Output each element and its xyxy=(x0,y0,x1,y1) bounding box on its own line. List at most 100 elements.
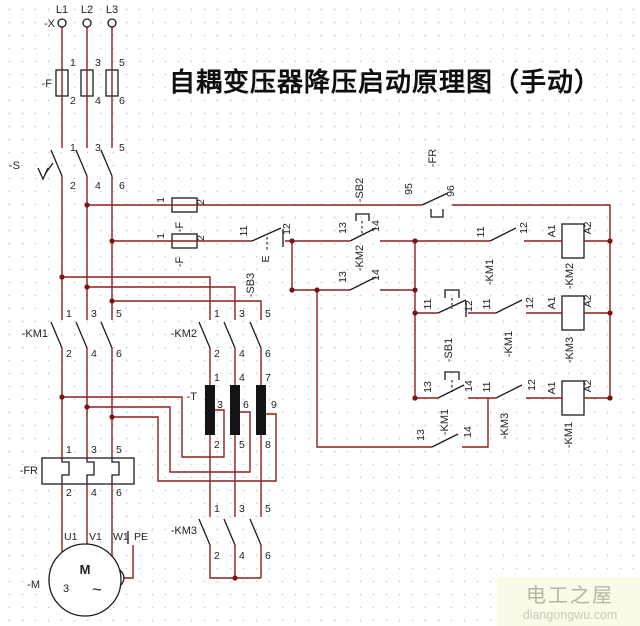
terminal-label: 14 xyxy=(463,380,475,392)
terminal-label: 1 xyxy=(214,308,220,320)
terminal-label: 6 xyxy=(265,550,271,562)
motor-wave: ~ xyxy=(92,580,102,599)
terminal-label: 8 xyxy=(265,439,271,451)
terminal-label: 95 xyxy=(403,183,415,195)
terminal-label: 2 xyxy=(214,550,220,562)
fr-heaters xyxy=(61,458,120,484)
watermark-background xyxy=(497,577,640,626)
terminal-label: 4 xyxy=(91,487,97,499)
sb3-nc-contact xyxy=(251,227,284,247)
wiring xyxy=(61,27,611,579)
terminal-l1 xyxy=(57,18,67,28)
terminal-label: 12 xyxy=(518,222,530,234)
terminal-label: 96 xyxy=(445,185,457,197)
terminal-label: 11 xyxy=(481,381,493,392)
sb2-no-contact xyxy=(349,213,377,242)
km1-aux-contact-row5 xyxy=(431,433,459,448)
terminal-label: 5 xyxy=(119,57,125,69)
phase-label: L2 xyxy=(81,4,93,16)
terminal-label: A1 xyxy=(546,224,558,237)
motor-terminal: V1 xyxy=(89,531,102,543)
watermark: 电工之屋 diangongwu.com xyxy=(497,577,640,626)
terminal-label: 1 xyxy=(66,308,72,320)
fr-nc-contact xyxy=(421,192,449,218)
terminal-label: 13 xyxy=(337,271,349,283)
terminal-label: 3 xyxy=(91,444,97,456)
control-labels: 1 2 -F 1 2 -F 11 12 -SB3 E 13 14 -SB2 13… xyxy=(155,149,594,448)
actuator-label: E xyxy=(260,255,272,262)
page-title: 自耦变压器降压启动原理图（手动） xyxy=(169,67,601,97)
terminal-label: A1 xyxy=(546,381,558,394)
terminal-label: 1 xyxy=(66,444,72,456)
terminal-label: 2 xyxy=(214,439,220,451)
km1-aux-contact-row4 xyxy=(437,371,465,399)
watermark-name: 电工之屋 xyxy=(526,584,614,607)
terminal-label: 12 xyxy=(526,379,538,391)
terminal-label: A2 xyxy=(582,221,594,234)
terminal-label: 5 xyxy=(119,142,125,154)
junction-dots xyxy=(59,202,613,581)
sb1-nc-contact xyxy=(437,289,467,317)
power-labels: L1 L2 L3 -X -F 1 2 3 4 5 6 -S 1 2 3 4 5 … xyxy=(9,4,277,562)
terminal-label: 4 xyxy=(95,95,101,107)
actuator-links xyxy=(266,221,453,392)
terminal-label: 2 xyxy=(70,180,76,192)
component-label-km1aux: -KM1 xyxy=(503,331,515,357)
motor-phase: 3 xyxy=(63,583,69,595)
terminal-label: 6 xyxy=(119,95,125,107)
terminal-label: 3 xyxy=(239,308,245,320)
km3-coil xyxy=(561,295,585,331)
terminal-label: 4 xyxy=(239,550,245,562)
component-label-km3: -KM3 xyxy=(171,525,197,537)
terminal-label: 11 xyxy=(475,226,487,237)
terminal-label: 2 xyxy=(70,95,76,107)
terminal-label: 14 xyxy=(462,426,474,438)
motor-labels: U1 V1 W1 PE M 3 ~ -M xyxy=(27,531,148,599)
terminal-label: 3 xyxy=(239,503,245,515)
km1-main-blades xyxy=(50,321,113,349)
terminal-label: 1 xyxy=(70,57,76,69)
terminal-label: 5 xyxy=(239,439,245,451)
component-label-fuse: -F xyxy=(174,222,186,233)
terminal-label: 4 xyxy=(239,348,245,360)
motor-terminal: W1 xyxy=(113,531,129,543)
component-label-km3aux: -KM3 xyxy=(499,413,511,439)
terminal-label: 12 xyxy=(524,297,536,309)
terminal-label: 13 xyxy=(422,381,434,393)
component-label-switch: -S xyxy=(9,160,20,172)
terminal-label: 6 xyxy=(119,180,125,192)
component-label-transformer: -T xyxy=(187,391,198,403)
wire-runs xyxy=(61,27,611,579)
component-label-km1aux: -KM1 xyxy=(484,259,496,285)
component-label-fr: -FR xyxy=(20,465,38,477)
km3-main-blades xyxy=(198,518,262,546)
terminal-label: 3 xyxy=(95,57,101,69)
transformer-winding xyxy=(256,385,266,435)
switch-s-handle xyxy=(37,167,49,181)
transformer-winding xyxy=(230,385,240,435)
terminal-label: 5 xyxy=(116,444,122,456)
component-label-x: -X xyxy=(44,18,56,30)
component-label-sb1: -SB1 xyxy=(443,338,455,362)
terminal-label: 11 xyxy=(481,298,493,309)
terminal-label: 1 xyxy=(214,372,220,384)
component-label-km3coil: -KM3 xyxy=(564,337,576,363)
component-label-fuse: -F xyxy=(174,257,186,268)
terminal-label: 11 xyxy=(422,298,434,309)
km2-aux-contact xyxy=(349,276,377,291)
terminal-label: 4 xyxy=(95,180,101,192)
terminal-label: 9 xyxy=(271,399,277,411)
component-label-km1aux: -KM1 xyxy=(439,409,451,435)
phase-label: L3 xyxy=(106,4,118,16)
terminal-label: A2 xyxy=(582,379,594,392)
terminal-label: 14 xyxy=(370,269,382,281)
terminal-label: 13 xyxy=(337,222,349,234)
motor-letter: M xyxy=(80,562,91,577)
terminal-label: 1 xyxy=(214,503,220,515)
terminal-label: 2 xyxy=(66,348,72,360)
phase-label: L1 xyxy=(56,4,68,16)
component-label-sb3: -SB3 xyxy=(245,273,257,297)
terminal-label: 1 xyxy=(70,142,76,154)
terminal-l3 xyxy=(107,18,117,28)
